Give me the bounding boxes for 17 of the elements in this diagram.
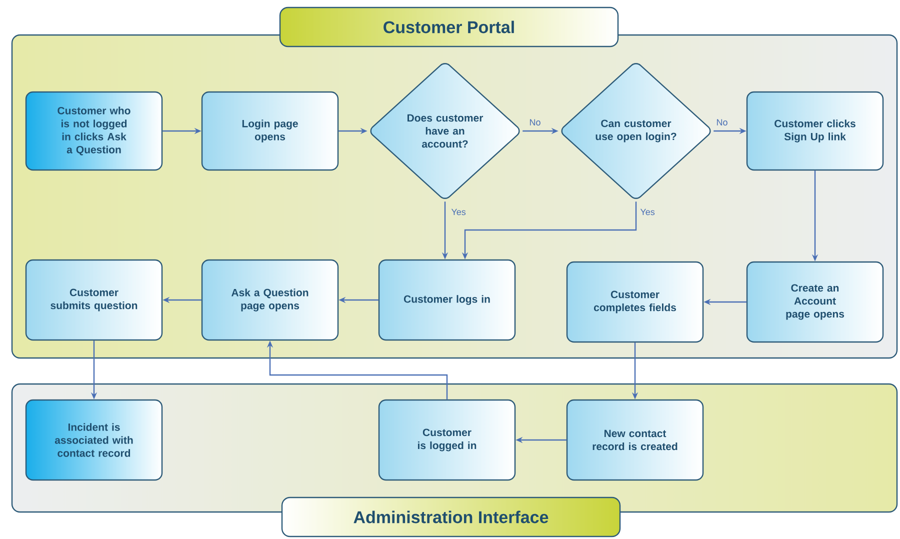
edge-label: Yes	[640, 208, 655, 216]
node-label: Customer Portal	[384, 20, 514, 34]
process-box: Login page opens	[201, 91, 339, 171]
edge-label: No	[530, 119, 540, 126]
process-box: Customer who is not logged in clicks Ask a Question	[25, 91, 163, 171]
process-box: Customer is logged in	[378, 399, 516, 481]
process-box: New contact record is created	[566, 399, 704, 481]
process-box: Ask a Question page opens	[201, 259, 339, 341]
process-box: Customer completes fields	[566, 261, 704, 343]
process-box: Customer clicks Sign Up link	[746, 91, 884, 171]
edge-label: Yes	[451, 208, 466, 216]
process-box: Customer logs in	[378, 259, 516, 341]
process-box: Customer submits question	[25, 259, 163, 341]
node-label: Administration Interface	[354, 510, 548, 524]
process-box: Create an Account page opens	[746, 261, 884, 343]
process-box: Incident is associated with contact record	[25, 399, 163, 481]
edge-label: No	[717, 119, 728, 126]
